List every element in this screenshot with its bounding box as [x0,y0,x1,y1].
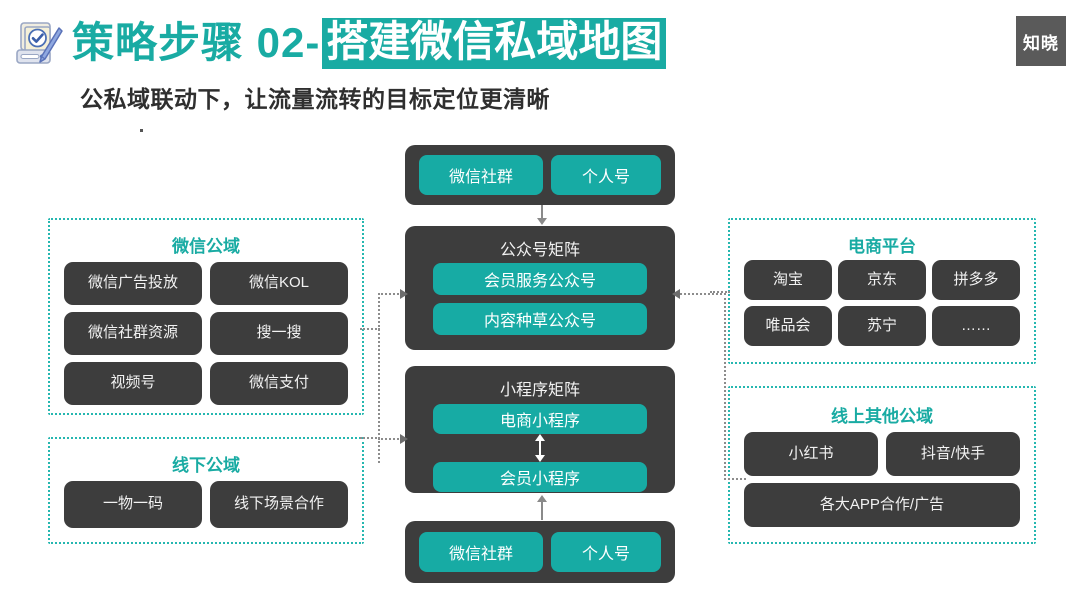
card-bottom-private-domain: 微信社群 个人号 [405,521,675,583]
chip-top-wechat-group[interactable]: 微信社群 [419,155,543,195]
brand-logo: 知晓 [1016,16,1066,66]
connector-segment [680,293,726,295]
group-title-offline-public: 线下公域 [172,456,240,475]
connector-bottom-to-miniprogram [536,495,548,521]
chip-bottom-wechat-group[interactable]: 微信社群 [419,532,543,572]
arrow-down-icon [537,218,547,225]
connector-line [541,501,543,520]
connector-ecommerce-member-miniprogram [534,434,546,464]
arrow-up-icon [535,434,545,441]
card-official-account-matrix: 公众号矩阵 会员服务公众号 内容种草公众号 [405,226,675,350]
chip-app-coop-ads[interactable]: 各大APP合作/广告 [744,483,1020,527]
group-online-other-public: 线上其他公域 小红书 抖音/快手 各大APP合作/广告 [728,386,1036,544]
chip-member-miniprogram[interactable]: 会员小程序 [433,462,647,492]
arrow-up-icon [537,495,547,502]
chip-member-service-official-account[interactable]: 会员服务公众号 [433,263,647,295]
chip-content-seeding-official-account[interactable]: 内容种草公众号 [433,303,647,335]
connector-line [539,439,541,457]
brand-logo-text: 知晓 [1023,33,1059,53]
slide-header: 策略步骤 02- 搭建微信私域地图 公私域联动下，让流量流转的目标定位更清晰 知… [0,0,1080,132]
chip-vipshop[interactable]: 唯品会 [744,306,832,346]
card-miniprogram-matrix: 小程序矩阵 电商小程序 会员小程序 [405,366,675,493]
chip-suning[interactable]: 苏宁 [838,306,926,346]
chip-one-item-one-code[interactable]: 一物一码 [64,481,202,528]
title-highlight-text: 搭建微信私域地图 [322,17,667,69]
group-title-ecommerce-platform: 电商平台 [848,237,916,256]
group-title-wechat-public: 微信公域 [172,237,240,256]
connector-segment [724,293,726,480]
group-wechat-public: 微信公域 微信广告投放 微信KOL 微信社群资源 搜一搜 视频号 微信支付 [48,218,364,415]
chip-taobao[interactable]: 淘宝 [744,260,832,300]
label-official-account-matrix: 公众号矩阵 [499,242,580,259]
title-main-text: 策略步骤 02- [72,19,321,66]
chip-wechat-pay[interactable]: 微信支付 [210,362,348,405]
connector-segment [378,438,406,440]
chip-douyin-kuaishou[interactable]: 抖音/快手 [886,432,1020,476]
chip-ecommerce-miniprogram[interactable]: 电商小程序 [433,404,647,434]
clipboard-check-pen-icon [12,18,64,70]
chip-more-platforms[interactable]: …… [932,306,1020,346]
connector-right-trunk [672,284,746,484]
chip-wechat-ads[interactable]: 微信广告投放 [64,262,202,305]
chip-offline-scene-coop[interactable]: 线下场景合作 [210,481,348,528]
connector-segment [710,291,730,293]
group-offline-public: 线下公域 一物一码 线下场景合作 [48,437,364,544]
label-miniprogram-matrix: 小程序矩阵 [499,382,580,399]
chip-wechat-channels[interactable]: 视频号 [64,362,202,405]
connector-segment [378,293,406,295]
page-subtitle: 公私域联动下，让流量流转的目标定位更清晰 [80,86,550,112]
connector-line [541,205,543,220]
group-ecommerce-platform: 电商平台 淘宝 京东 拼多多 唯品会 苏宁 …… [728,218,1036,364]
chip-xiaohongshu[interactable]: 小红书 [744,432,878,476]
chip-pinduoduo[interactable]: 拼多多 [932,260,1020,300]
chip-wechat-group-resource[interactable]: 微信社群资源 [64,312,202,355]
page-title: 策略步骤 02- 搭建微信私域地图 [72,12,667,74]
connector-segment [378,293,380,463]
chip-bottom-personal-account[interactable]: 个人号 [551,532,661,572]
card-top-private-domain: 微信社群 个人号 [405,145,675,205]
decorative-speck [140,129,143,132]
arrow-down-icon [535,455,545,462]
connector-top-to-official [536,205,548,227]
chip-wechat-search[interactable]: 搜一搜 [210,312,348,355]
chip-jd[interactable]: 京东 [838,260,926,300]
chip-top-personal-account[interactable]: 个人号 [551,155,661,195]
chip-wechat-kol[interactable]: 微信KOL [210,262,348,305]
connector-left-trunk [360,285,410,495]
group-title-online-other-public: 线上其他公域 [831,407,933,426]
